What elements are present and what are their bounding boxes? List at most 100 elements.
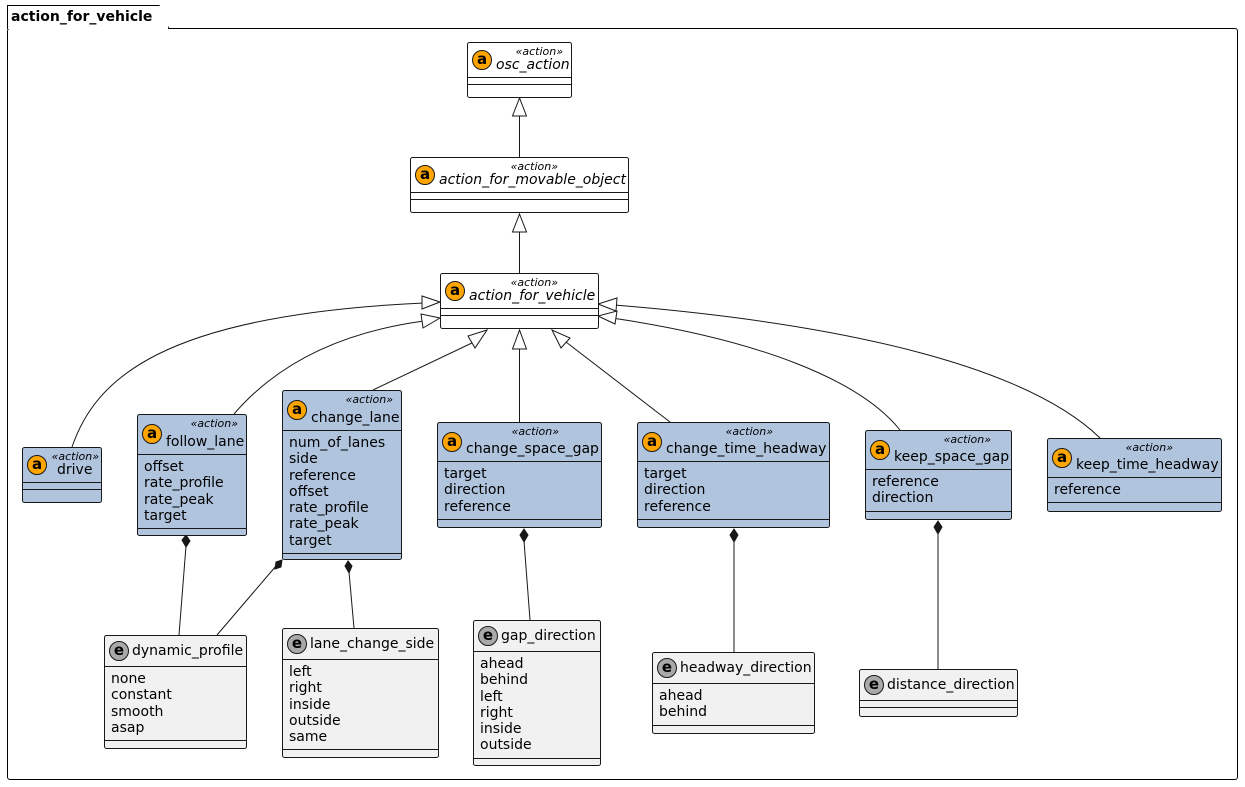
enum-value: smooth (111, 703, 164, 720)
class-methods (23, 490, 101, 496)
enum-value: outside (289, 712, 341, 729)
generalization-arrowhead (511, 212, 528, 233)
class-action-for-movable-object[interactable]: a «action» action_for_movable_object (410, 157, 629, 213)
class-header: a «action» osc_action (468, 43, 571, 78)
enum-value: ahead (480, 656, 524, 672)
class-header: a «action» keep_space_gap (866, 431, 1011, 470)
class-action-for-vehicle[interactable]: a «action» action_for_vehicle (440, 273, 599, 329)
enum-name: lane_change_side (310, 636, 435, 652)
class-name: follow_lane (166, 434, 245, 450)
class-keep-time-headway[interactable]: a «action» keep_time_headway reference (1047, 438, 1222, 512)
class-drive[interactable]: a «action» drive (22, 447, 102, 503)
a-circle-icon: a (870, 440, 890, 460)
class-follow-lane[interactable]: a «action» follow_lane offset rate_profi… (137, 414, 247, 536)
class-fields: reference (1048, 478, 1221, 504)
class-fields (411, 193, 628, 200)
class-name: change_space_gap (466, 441, 599, 457)
composition-line (348, 571, 355, 629)
enum-methods (283, 750, 438, 756)
class-header: a «action» keep_time_headway (1048, 439, 1221, 478)
enum-distance-direction[interactable]: e distance_direction (859, 669, 1018, 717)
field: direction (644, 482, 706, 499)
enum-name: gap_direction (501, 628, 596, 644)
class-change-time-headway[interactable]: a «action» change_time_headway target di… (637, 422, 830, 528)
enum-lane-change-side[interactable]: e lane_change_side left right inside out… (282, 628, 439, 758)
class-header: a «action» action_for_vehicle (441, 274, 598, 309)
class-name: keep_time_headway (1076, 457, 1219, 473)
enum-value: inside (480, 721, 522, 738)
enum-values: left right inside outside same (283, 660, 438, 751)
stereotype-label: «action» (943, 433, 991, 446)
enum-dynamic-profile[interactable]: e dynamic_profile none constant smooth a… (104, 635, 247, 749)
generalization-arrowhead (421, 295, 442, 310)
class-methods (138, 529, 246, 535)
field: rate_peak (144, 491, 214, 508)
class-methods (411, 200, 628, 206)
generalization-arrowhead (596, 310, 618, 325)
a-circle-icon: a (642, 432, 662, 452)
class-fields: offset rate_profile rate_peak target (138, 455, 246, 530)
composition-diamond (344, 560, 353, 575)
generalization-arrowhead (511, 96, 528, 117)
stereotype-label: «action» (1125, 441, 1173, 454)
class-change-lane[interactable]: a «action» change_lane num_of_lanes side… (282, 390, 402, 560)
class-keep-space-gap[interactable]: a «action» keep_space_gap reference dire… (865, 430, 1012, 520)
class-methods (283, 554, 401, 560)
enum-methods (860, 708, 1017, 714)
a-circle-icon: a (1052, 448, 1072, 468)
field: direction (444, 482, 506, 499)
enum-header: e distance_direction (860, 670, 1017, 701)
class-methods (441, 316, 598, 322)
enum-values: ahead behind left right inside outside (474, 652, 600, 759)
class-fields (468, 78, 571, 85)
class-header: a «action» change_space_gap (438, 423, 601, 462)
field: target (444, 466, 487, 482)
stereotype-label: «action» (51, 450, 99, 463)
field: target (144, 507, 187, 524)
enum-methods (653, 726, 814, 732)
class-fields: target direction reference (438, 462, 601, 520)
enum-headway-direction[interactable]: e headway_direction ahead behind (652, 652, 815, 734)
stereotype-label: «action» (725, 425, 773, 438)
enum-gap-direction[interactable]: e gap_direction ahead behind left right … (473, 620, 601, 766)
field: rate_profile (289, 500, 369, 517)
generalization-arrowhead (467, 329, 489, 349)
field: reference (289, 467, 356, 484)
composition-diamond (933, 520, 943, 536)
enum-value: inside (289, 696, 331, 713)
field: reference (872, 474, 939, 490)
class-fields (441, 309, 598, 316)
field: reference (1054, 482, 1121, 498)
class-change-space-gap[interactable]: a «action» change_space_gap target direc… (437, 422, 602, 528)
a-circle-icon: a (442, 432, 462, 452)
class-header: a «action» drive (23, 448, 101, 483)
class-fields (23, 483, 101, 490)
enum-value: left (480, 688, 503, 705)
enum-methods (105, 741, 246, 747)
composition-diamond (729, 528, 739, 544)
class-methods (1048, 503, 1221, 509)
enum-value: right (480, 704, 513, 721)
composition-line (523, 540, 531, 621)
enum-value: asap (111, 719, 145, 736)
enum-values (860, 701, 1017, 708)
enum-value: outside (480, 737, 532, 754)
a-circle-icon: a (415, 165, 435, 185)
field: num_of_lanes (289, 435, 386, 451)
e-circle-icon: e (478, 626, 498, 646)
class-osc-action[interactable]: a «action» osc_action (467, 42, 572, 98)
generalization-line (565, 341, 671, 423)
enum-value: behind (659, 704, 708, 721)
enum-value: none (111, 671, 146, 687)
package-tab: action_for_vehicle (7, 5, 169, 29)
e-circle-icon: e (109, 641, 129, 661)
class-methods (468, 85, 571, 91)
enum-header: e lane_change_side (283, 629, 438, 660)
class-methods (438, 520, 601, 526)
class-fields: target direction reference (638, 462, 829, 520)
field: rate_profile (144, 475, 224, 492)
enum-value: constant (111, 687, 172, 704)
class-name: action_for_vehicle (469, 288, 596, 304)
